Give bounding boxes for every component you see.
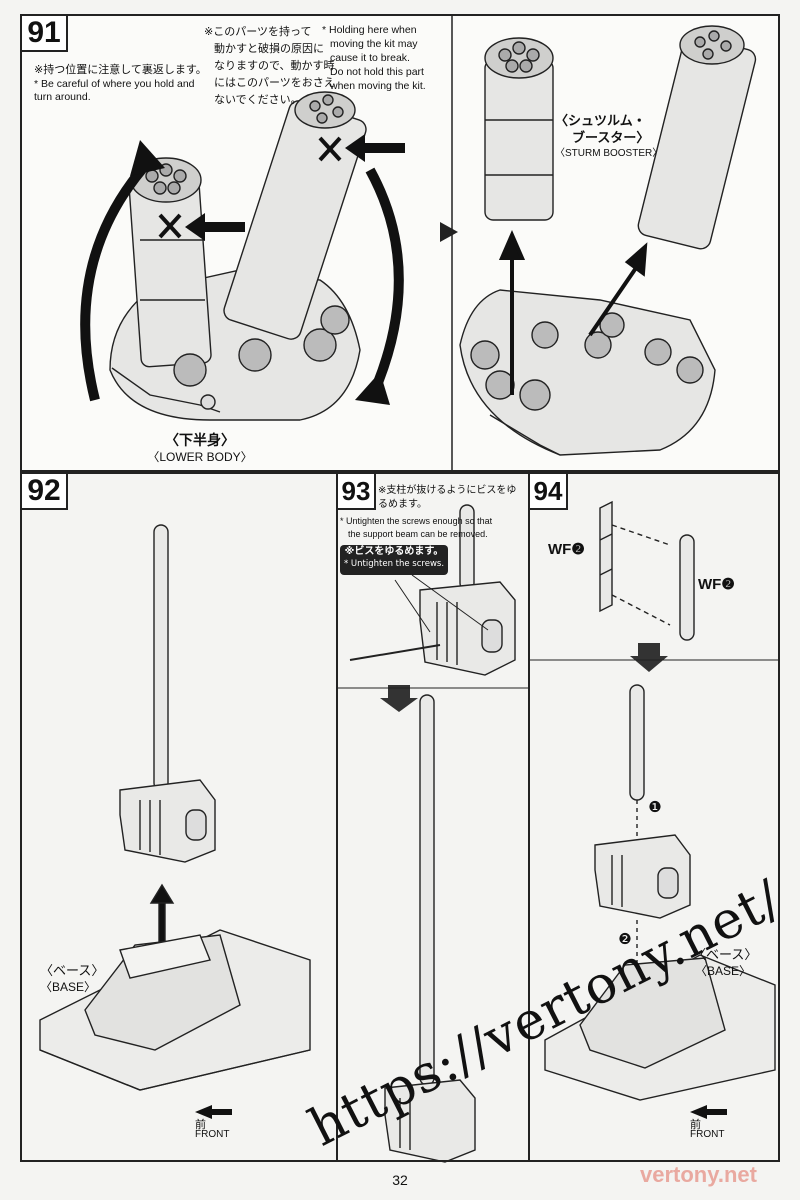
lower-body-label-jp: 〈下半身〉 (165, 432, 235, 448)
step-91-number: 91 (20, 14, 68, 52)
warning-jp-line-4: にはこのパーツをおさえ (214, 76, 335, 89)
step-91-note-jp: ※持つ位置に注意して裏返します。 (34, 63, 207, 76)
front-label-jp-94: 前 (690, 1119, 701, 1131)
warning-en-line-2: moving the kit may (330, 38, 418, 50)
no-hold-x-mark (158, 136, 342, 239)
sturm-booster-label-jp-1: 〈シュツルム・ (555, 113, 646, 128)
callout-jp: ※ビスをゆるめます。 (344, 546, 444, 557)
front-label-en-92: FRONT (195, 1129, 230, 1140)
untighten-screws-callout: ※ビスをゆるめます。 * Untighten the screws. (340, 545, 448, 575)
base-label-jp-92: 〈ベース〉 (40, 963, 105, 978)
base-label-jp-94: 〈ベース〉 (693, 947, 758, 962)
page-number: 32 (392, 1172, 408, 1188)
lower-body-right-illustration (459, 25, 757, 456)
sturm-booster-label-en: 〈STURM BOOSTER〉 (555, 148, 663, 159)
lower-body-label-en: 〈LOWER BODY〉 (147, 450, 253, 464)
down-arrow-93 (380, 685, 418, 712)
pointing-arrows (185, 134, 405, 241)
front-label-en-94: FRONT (690, 1129, 725, 1140)
base-label-en-94: 〈BASE〉 (695, 964, 752, 978)
marker-1: ❶ (648, 799, 662, 816)
front-arrow-94 (690, 1105, 727, 1119)
warning-en-line-4: Do not hold this part (330, 66, 424, 78)
step-92-illustration (39, 524, 311, 1091)
warning-jp-line-1: ※このパーツを持って (204, 25, 312, 38)
step-92-number: 92 (20, 472, 68, 510)
warning-en-line-5: when moving the kit. (330, 80, 426, 92)
step-94-number: 94 (528, 472, 568, 510)
warning-jp-line-2: 動かすと破損の原因に (214, 42, 324, 55)
step-93-note-en-2: the support beam can be removed. (348, 529, 488, 539)
wf-label-right: WF❷ (698, 576, 735, 593)
rotation-arrows (80, 156, 404, 402)
warning-en-line-3: cause it to break. (330, 52, 410, 64)
removal-arrows (498, 229, 648, 395)
wf-label-left: WF❷ (548, 541, 585, 558)
step-91-note-en: * Be careful of where you hold and turn … (34, 78, 195, 103)
step-92-panel (20, 472, 338, 1162)
step-93-note-en-1: * Untighten the screws enough so that (340, 516, 493, 526)
step-94-panel (528, 472, 780, 1162)
step-94-illustration (544, 500, 776, 1101)
base-label-en-92: 〈BASE〉 (40, 980, 97, 994)
warning-jp-line-3: なりますので、動かす時 (214, 59, 335, 72)
lower-body-left-illustration (109, 91, 367, 421)
step-93-note-jp: ※支柱が抜けるようにビスをゆるめます。 (378, 485, 517, 510)
brand-logo: vertony.net (640, 1162, 757, 1187)
front-label-jp-92: 前 (195, 1119, 206, 1131)
marker-2: ❷ (618, 931, 632, 948)
front-arrow-92 (195, 1105, 232, 1119)
step-93-number: 93 (336, 472, 376, 510)
step-93-illustration (349, 504, 516, 1163)
warning-en-line-1: * Holding here when (322, 24, 417, 36)
warning-jp-line-5: ないでください。 (214, 93, 302, 106)
callout-en: * Untighten the screws. (343, 559, 445, 569)
sturm-booster-label-jp-2: ブースター〉 (572, 130, 650, 145)
